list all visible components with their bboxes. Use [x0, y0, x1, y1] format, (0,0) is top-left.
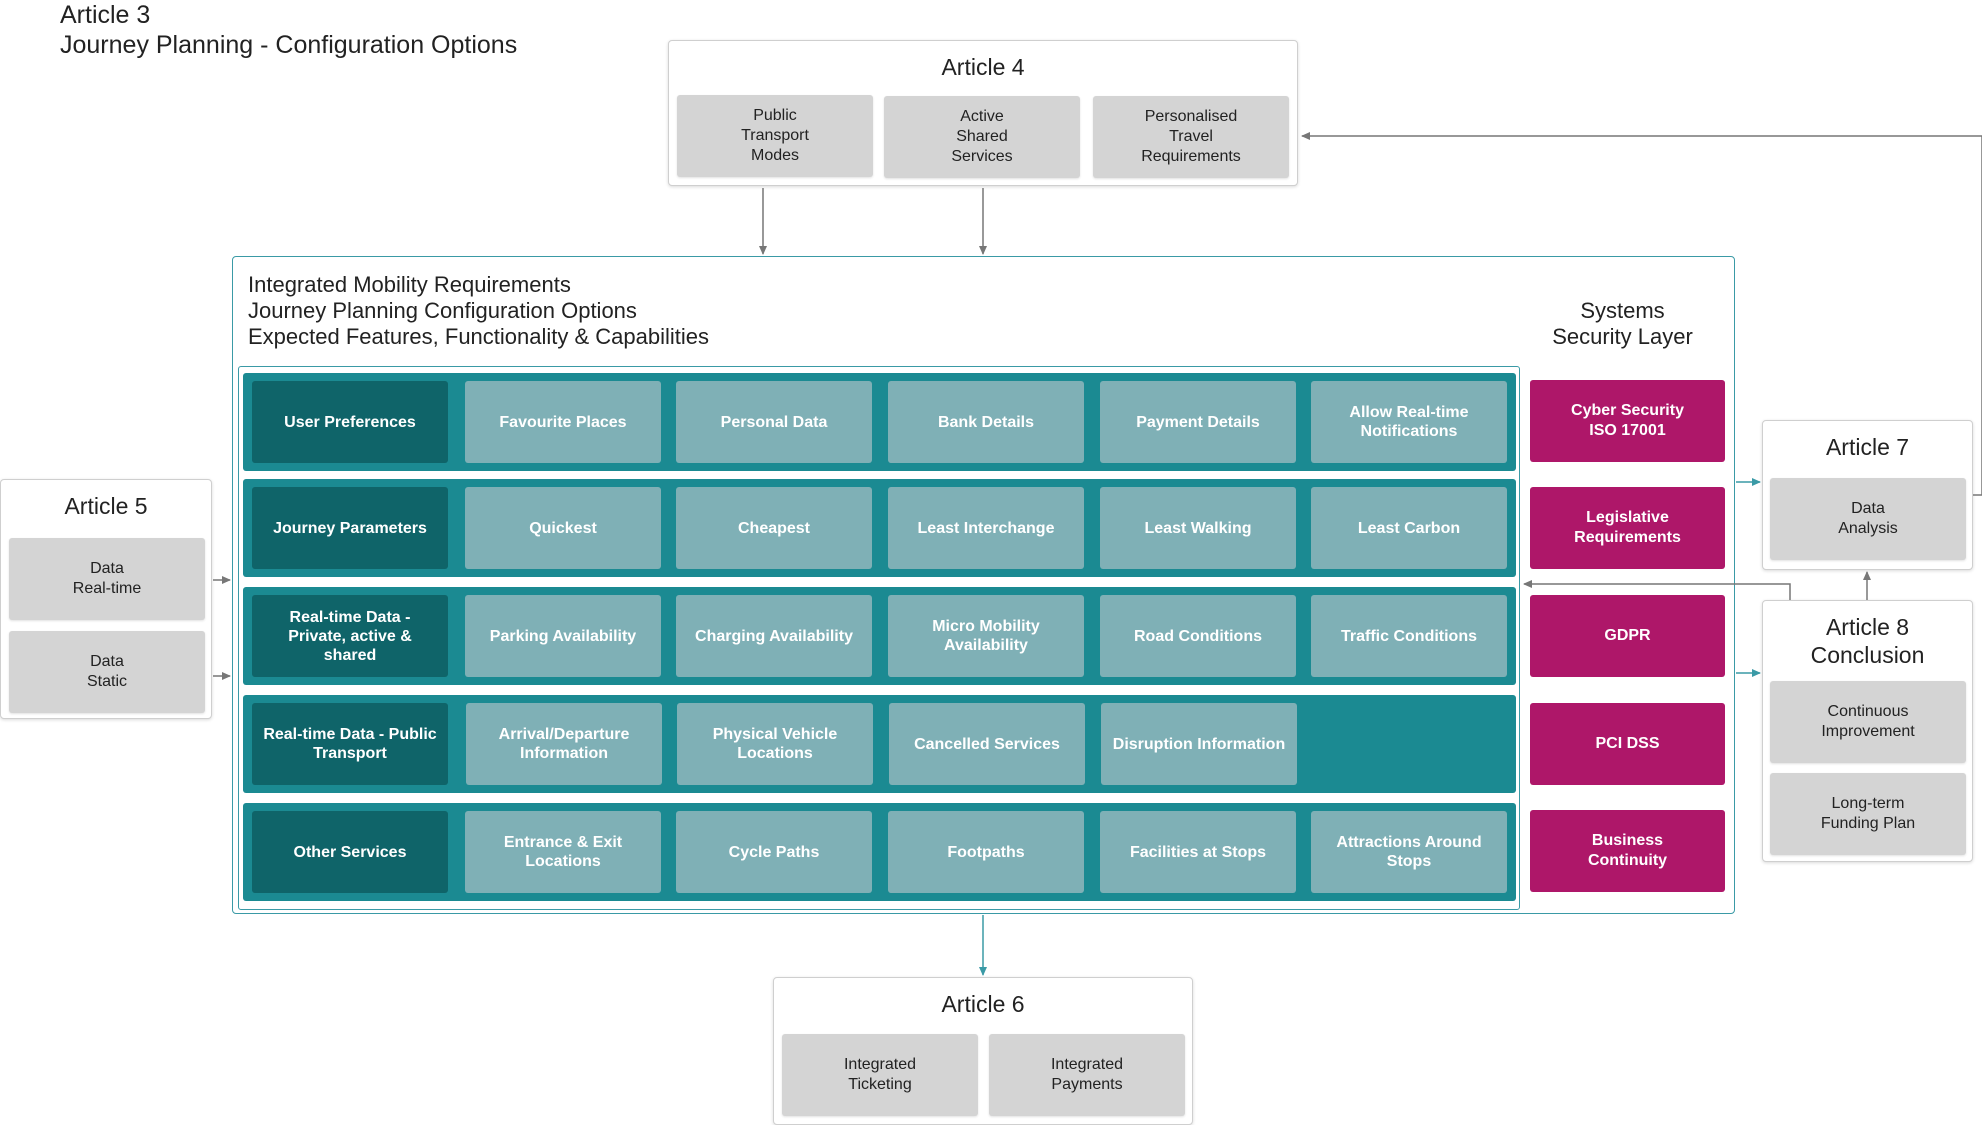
- feature-cell: Charging Availability: [676, 595, 872, 677]
- article5-title: Article 5: [64, 493, 148, 519]
- security-business-continuity: Business Continuity: [1530, 810, 1725, 892]
- article6-item-ticketing: Integrated Ticketing: [782, 1034, 978, 1116]
- article8-item-continuous-improvement: Continuous Improvement: [1770, 681, 1966, 763]
- arrow-a8-to-grid: [1523, 580, 1791, 600]
- feature-row-journey-parameters: Journey Parameters Quickest Cheapest Lea…: [243, 479, 1516, 577]
- feature-cell: Personal Data: [676, 381, 872, 463]
- row-head: Real-time Data - Public Transport: [252, 703, 448, 785]
- security-cyber: Cyber Security ISO 17001: [1530, 380, 1725, 462]
- feature-cell: Disruption Information: [1101, 703, 1297, 785]
- row-head: Journey Parameters: [252, 487, 448, 569]
- security-gdpr: GDPR: [1530, 595, 1725, 677]
- feature-row-user-preferences: User Preferences Favourite Places Person…: [243, 373, 1516, 471]
- article4-item-personalised: Personalised Travel Requirements: [1093, 96, 1289, 178]
- arrow-a7-to-a4: [1301, 132, 1982, 496]
- feature-cell: Traffic Conditions: [1311, 595, 1507, 677]
- feature-cell: Entrance & Exit Locations: [465, 811, 661, 893]
- feature-cell: Footpaths: [888, 811, 1084, 893]
- article7-item-data-analysis: Data Analysis: [1770, 478, 1966, 560]
- row-head: Other Services: [252, 811, 448, 893]
- feature-cell: Quickest: [465, 487, 661, 569]
- page-title-line2: Journey Planning - Configuration Options: [60, 31, 518, 59]
- article8-item-funding-plan: Long-term Funding Plan: [1770, 773, 1966, 855]
- row-head: User Preferences: [252, 381, 448, 463]
- article8-title: Article 8 Conclusion: [1810, 614, 1925, 668]
- feature-cell: Cycle Paths: [676, 811, 872, 893]
- main-heading-line1: Integrated Mobility Requirements: [248, 272, 571, 297]
- article6-item-payments: Integrated Payments: [989, 1034, 1185, 1116]
- security-layer-heading: Systems Security Layer: [1552, 298, 1693, 349]
- article4-item-public-transport: Public Transport Modes: [677, 95, 873, 177]
- article7-panel: Article 7 Data Analysis: [1762, 420, 1973, 570]
- article4-panel: Article 4 Public Transport Modes Active …: [668, 40, 1298, 186]
- feature-cell: Facilities at Stops: [1100, 811, 1296, 893]
- security-pci-dss: PCI DSS: [1530, 703, 1725, 785]
- row-head: Real-time Data - Private, active & share…: [252, 595, 448, 677]
- feature-cell: Arrival/Departure Information: [466, 703, 662, 785]
- feature-cell: Road Conditions: [1100, 595, 1296, 677]
- page-title-line1: Article 3: [60, 1, 151, 29]
- article7-title: Article 7: [1825, 434, 1910, 460]
- article5-item-realtime: Data Real-time: [9, 538, 205, 620]
- main-heading: Integrated Mobility Requirements Journey…: [248, 272, 709, 350]
- article6-panel: Article 6 Integrated Ticketing Integrate…: [773, 977, 1193, 1125]
- feature-cell: Payment Details: [1100, 381, 1296, 463]
- feature-row-realtime-public: Real-time Data - Public Transport Arriva…: [243, 695, 1516, 793]
- article6-title: Article 6: [941, 991, 1025, 1017]
- feature-row-other-services: Other Services Entrance & Exit Locations…: [243, 803, 1516, 901]
- feature-row-realtime-private: Real-time Data - Private, active & share…: [243, 587, 1516, 685]
- feature-cell: Physical Vehicle Locations: [677, 703, 873, 785]
- main-heading-line2: Journey Planning Configuration Options: [248, 298, 637, 323]
- article8-panel: Article 8 Conclusion Continuous Improvem…: [1762, 600, 1973, 862]
- feature-cell: Allow Real-time Notifications: [1311, 381, 1507, 463]
- feature-cell: Parking Availability: [465, 595, 661, 677]
- article4-item-active-shared: Active Shared Services: [884, 96, 1080, 178]
- feature-cell: Favourite Places: [465, 381, 661, 463]
- article5-item-static: Data Static: [9, 631, 205, 713]
- feature-cell: Cheapest: [676, 487, 872, 569]
- security-legislative: Legislative Requirements: [1530, 487, 1725, 569]
- article5-panel: Article 5 Data Real-time Data Static: [0, 479, 212, 719]
- feature-cell: Bank Details: [888, 381, 1084, 463]
- feature-cell: Cancelled Services: [889, 703, 1085, 785]
- feature-cell: Attractions Around Stops: [1311, 811, 1507, 893]
- page-title: Article 3 Journey Planning - Configurati…: [60, 0, 517, 60]
- feature-cell: Least Interchange: [888, 487, 1084, 569]
- feature-cell: Least Walking: [1100, 487, 1296, 569]
- feature-cell: Micro Mobility Availability: [888, 595, 1084, 677]
- feature-cell: Least Carbon: [1311, 487, 1507, 569]
- article4-title: Article 4: [941, 54, 1025, 80]
- main-heading-line3: Expected Features, Functionality & Capab…: [248, 324, 710, 349]
